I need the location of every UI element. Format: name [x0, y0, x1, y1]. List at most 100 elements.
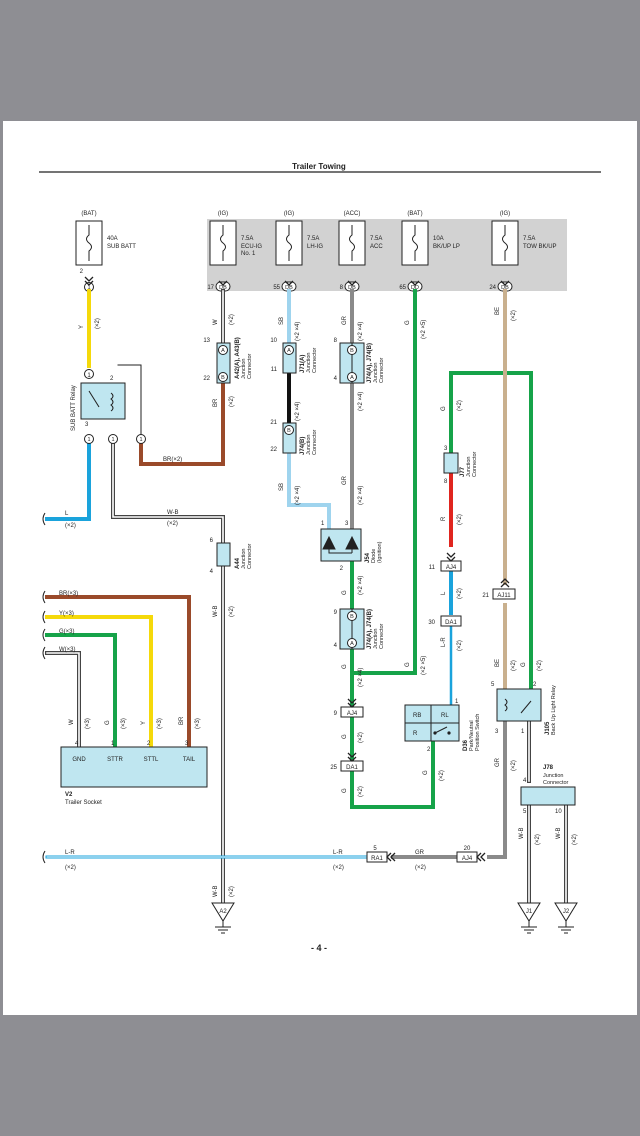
- svg-text:A: A: [287, 348, 291, 354]
- svg-text:4: 4: [523, 778, 527, 784]
- svg-text:Back Up Light Relay: Back Up Light Relay: [551, 685, 557, 735]
- svg-text:BR: BR: [179, 716, 185, 725]
- svg-text:(×2 ×4): (×2 ×4): [358, 486, 364, 505]
- svg-text:11: 11: [429, 565, 436, 571]
- svg-text:R: R: [441, 516, 447, 521]
- svg-text:10: 10: [270, 338, 277, 344]
- park-neutral-switch: RB RL R 1 2 D36 Park/Neutral Position Sw…: [404, 699, 481, 753]
- svg-text:(Ignition): (Ignition): [377, 541, 383, 563]
- svg-text:Y(×3): Y(×3): [59, 611, 74, 617]
- svg-text:Junction: Junction: [306, 435, 312, 456]
- fuse-name: TOW BK/UP: [523, 244, 557, 250]
- svg-text:G: G: [405, 320, 411, 325]
- svg-text:(×2): (×2): [457, 400, 463, 411]
- wire-gr-relay: [487, 719, 507, 859]
- wire-br-trailer: [45, 595, 191, 749]
- svg-text:Connector: Connector: [472, 451, 478, 477]
- fuse-name: No. 1: [241, 251, 256, 257]
- svg-text:3: 3: [444, 446, 448, 452]
- svg-text:21: 21: [482, 593, 489, 599]
- svg-text:(×2): (×2): [65, 523, 76, 529]
- svg-text:W-B: W-B: [556, 827, 562, 839]
- svg-text:AJ11: AJ11: [497, 593, 511, 599]
- svg-text:20: 20: [464, 846, 471, 852]
- svg-text:RB: RB: [413, 713, 421, 719]
- relay-label: SUB BATT Relay: [71, 385, 77, 431]
- svg-text:B: B: [350, 614, 354, 620]
- svg-text:1: 1: [521, 729, 525, 735]
- svg-text:8: 8: [334, 338, 338, 344]
- svg-text:BR: BR: [213, 398, 219, 407]
- fuse-rating: 7.5A: [523, 236, 535, 242]
- svg-text:(×2): (×2): [229, 396, 235, 407]
- svg-text:1: 1: [111, 437, 114, 443]
- svg-text:8: 8: [444, 479, 448, 485]
- junction-j78: 4 5 10 J78 Junction Connector: [520, 765, 576, 815]
- svg-text:B: B: [287, 428, 291, 434]
- svg-text:(×2): (×2): [95, 318, 101, 329]
- wire-relay-coil: [117, 364, 142, 440]
- svg-text:G: G: [105, 720, 111, 725]
- svg-text:10: 10: [555, 809, 562, 815]
- svg-text:BE: BE: [495, 659, 501, 667]
- wire-break-marks: [42, 512, 46, 864]
- wire-g-bkup: [350, 289, 417, 705]
- svg-text:3: 3: [85, 422, 89, 428]
- backup-light-relay: 5 2 3 1 J105 Back Up Light Relay: [491, 682, 557, 735]
- svg-text:L-R: L-R: [333, 850, 343, 856]
- svg-text:3: 3: [495, 729, 499, 735]
- svg-text:SB: SB: [279, 317, 285, 325]
- svg-text:Junction: Junction: [373, 629, 379, 650]
- svg-text:G: G: [342, 664, 348, 669]
- fuse-name: ACC: [370, 244, 383, 250]
- svg-text:Diode: Diode: [371, 549, 377, 563]
- fuse-name: SUB BATT: [107, 244, 136, 250]
- ground-j1: J1: [517, 902, 541, 934]
- svg-text:Connector: Connector: [312, 347, 318, 373]
- svg-text:DA1: DA1: [445, 620, 457, 626]
- svg-text:(×2): (×2): [167, 521, 178, 527]
- fuse-supply: (BAT): [407, 211, 422, 217]
- svg-text:GR: GR: [342, 475, 348, 485]
- svg-text:A: A: [350, 375, 354, 381]
- svg-text:9: 9: [334, 711, 338, 717]
- svg-text:(×2): (×2): [511, 760, 517, 771]
- svg-text:(×2): (×2): [65, 865, 76, 871]
- svg-text:(×2): (×2): [511, 310, 517, 321]
- svg-text:AJ4: AJ4: [347, 711, 358, 717]
- svg-text:G: G: [342, 734, 348, 739]
- svg-text:2: 2: [110, 376, 114, 382]
- svg-text:GR: GR: [415, 850, 425, 856]
- svg-text:Junction: Junction: [373, 363, 379, 384]
- fuse-name: BK/UP LP: [433, 244, 460, 250]
- svg-text:J77: J77: [460, 466, 466, 477]
- svg-text:G: G: [405, 662, 411, 667]
- junction-j71: A 10 11 J71(A) Junction Connector: [270, 338, 318, 374]
- svg-text:Connector: Connector: [379, 357, 385, 383]
- svg-text:DD: DD: [411, 285, 419, 291]
- svg-text:(×2 ×5): (×2 ×5): [421, 656, 427, 675]
- svg-text:DB: DB: [501, 285, 509, 291]
- svg-text:R: R: [413, 731, 418, 737]
- svg-text:Junction: Junction: [306, 353, 312, 374]
- svg-text:(×2): (×2): [457, 514, 463, 525]
- svg-text:22: 22: [270, 447, 277, 453]
- svg-text:Position Switch: Position Switch: [475, 714, 481, 751]
- junction-j74c: B A 9 4 J74(A), J74(B) Junction Connecto…: [334, 608, 385, 650]
- svg-text:(×2 ×4): (×2 ×4): [358, 322, 364, 341]
- svg-text:J54: J54: [365, 552, 371, 563]
- svg-text:22: 22: [203, 376, 210, 382]
- svg-text:RA1: RA1: [371, 856, 383, 862]
- svg-text:GR: GR: [342, 315, 348, 325]
- wire-sb-bottom: [287, 451, 331, 533]
- svg-text:5: 5: [523, 809, 527, 815]
- ground-a2: A2: [211, 902, 235, 934]
- svg-text:5: 5: [373, 846, 377, 852]
